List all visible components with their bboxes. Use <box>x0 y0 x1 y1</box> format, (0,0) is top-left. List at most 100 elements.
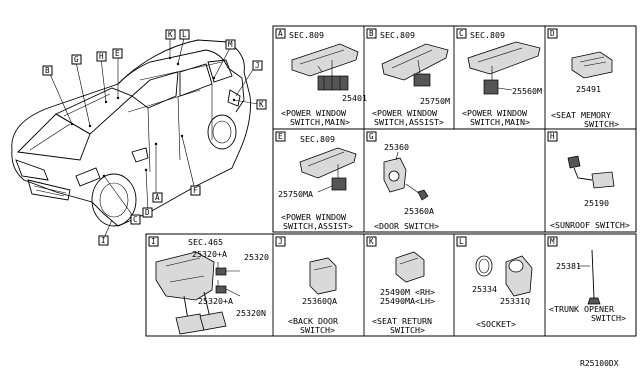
part-25331q: 25331Q <box>500 296 530 306</box>
part-25320n: 25320N <box>236 308 266 318</box>
panel-b-letter: B <box>369 29 374 38</box>
panel-e[interactable]: E SEC.809 25750MA <POWER WINDOW SWITCH,A… <box>275 131 357 231</box>
callout-labels: B G H E K L M J K F A D C I <box>42 29 267 246</box>
panel-e-letter: E <box>278 132 283 141</box>
callout-f[interactable]: F <box>190 185 201 196</box>
panel-j-caption-1: <BACK DOOR <box>288 316 338 326</box>
panel-a-letter: A <box>278 29 283 38</box>
panel-i-letter: I <box>151 237 156 246</box>
panel-i[interactable]: I SEC.465 25320+A 25320 25320+A 25320N <box>148 236 269 335</box>
panel-a-caption-1: <POWER WINDOW <box>281 108 346 118</box>
panel-a-sec: SEC.809 <box>289 30 324 40</box>
svg-text:F: F <box>193 186 198 195</box>
part-25750m: 25750M <box>420 96 450 106</box>
panel-l[interactable]: L 25334 25331Q <SOCKET> <box>456 236 533 329</box>
panel-j[interactable]: J 25360QA <BACK DOOR SWITCH> <box>275 236 338 335</box>
panel-m-caption-2: SWITCH> <box>591 313 626 323</box>
panel-d[interactable]: D 25491 <SEAT MEMORY SWITCH> <box>547 28 619 129</box>
svg-text:J: J <box>255 61 260 70</box>
part-25490ma-lh: 25490MA<LH> <box>380 296 435 306</box>
panel-l-caption: <SOCKET> <box>476 319 516 329</box>
panel-j-letter: J <box>278 237 283 246</box>
panel-grid <box>145 25 637 337</box>
panel-k-caption-2: SWITCH> <box>390 325 425 335</box>
diagram-code: R25100DX <box>580 359 619 368</box>
panel-k-caption-1: <SEAT RETURN <box>372 316 432 326</box>
callout-c[interactable]: C <box>130 214 141 225</box>
svg-text:G: G <box>74 55 79 64</box>
callout-d[interactable]: D <box>142 207 153 218</box>
panel-g-caption: <DOOR SWITCH> <box>374 221 439 231</box>
part-25360qa: 25360QA <box>302 296 337 306</box>
svg-text:C: C <box>133 215 138 224</box>
part-25360a: 25360A <box>404 206 434 216</box>
panel-k-letter: K <box>369 237 374 246</box>
svg-text:M: M <box>228 40 233 49</box>
panel-a[interactable]: A SEC.809 25401 <POWER WINDOW SWITCH,MAI… <box>275 28 367 127</box>
part-25320: 25320 <box>244 252 269 262</box>
panel-m-letter: M <box>550 237 555 246</box>
panel-b[interactable]: B SEC.809 25750M <POWER WINDOW SWITCH,AS… <box>366 28 450 127</box>
panel-d-caption-2: SWITCH> <box>584 119 619 129</box>
callout-g[interactable]: G <box>71 54 82 65</box>
part-25190: 25190 <box>584 198 609 208</box>
part-25334: 25334 <box>472 284 497 294</box>
part-25401: 25401 <box>342 93 367 103</box>
svg-text:K: K <box>259 100 264 109</box>
part-25750ma: 25750MA <box>278 189 313 199</box>
callout-l[interactable]: L <box>179 29 190 40</box>
part-25381: 25381 <box>556 261 581 271</box>
callout-leaders <box>49 37 259 239</box>
svg-text:B: B <box>45 66 50 75</box>
panel-b-caption-1: <POWER WINDOW <box>372 108 437 118</box>
callout-e-top[interactable]: E <box>112 48 123 59</box>
panel-m-caption-1: <TRUNK OPENER <box>549 304 614 314</box>
panel-a-caption-2: SWITCH,MAIN> <box>290 117 350 127</box>
panel-c-letter: C <box>459 29 464 38</box>
svg-text:D: D <box>145 208 150 217</box>
callout-k-side[interactable]: K <box>256 99 267 110</box>
svg-text:A: A <box>155 193 160 202</box>
svg-text:K: K <box>168 30 173 39</box>
panel-c-caption-2: SWITCH,MAIN> <box>470 117 530 127</box>
panel-b-sec: SEC.809 <box>380 30 415 40</box>
panel-c[interactable]: C SEC.809 25560M <POWER WINDOW SWITCH,MA… <box>456 28 542 127</box>
panel-g[interactable]: G 25360 25360A <DOOR SWITCH> <box>366 131 439 231</box>
panel-b-caption-2: SWITCH,ASSIST> <box>374 117 444 127</box>
callout-k-top[interactable]: K <box>165 29 176 40</box>
svg-text:I: I <box>101 236 106 245</box>
panel-e-caption-1: <POWER WINDOW <box>281 212 346 222</box>
panel-h-caption: <SUNROOF SWITCH> <box>550 220 630 230</box>
callout-a[interactable]: A <box>152 192 163 203</box>
panel-m[interactable]: M 25381 <TRUNK OPENER SWITCH> <box>547 236 626 323</box>
callout-m[interactable]: M <box>225 39 236 50</box>
callout-b[interactable]: B <box>42 65 53 76</box>
panel-l-letter: L <box>459 237 464 246</box>
panel-g-letter: G <box>369 132 374 141</box>
svg-text:L: L <box>182 30 187 39</box>
panel-c-caption-1: <POWER WINDOW <box>462 108 527 118</box>
vehicle-illustration <box>11 39 251 227</box>
part-25490m-rh: 25490M <RH> <box>380 287 435 297</box>
callout-j[interactable]: J <box>252 60 263 71</box>
svg-text:E: E <box>115 49 120 58</box>
part-25491: 25491 <box>576 84 601 94</box>
panel-h[interactable]: H 25190 <SUNROOF SWITCH> <box>547 131 630 230</box>
panel-h-letter: H <box>550 132 555 141</box>
svg-text:H: H <box>99 52 104 61</box>
part-25560m: 25560M <box>512 86 542 96</box>
panel-c-sec: SEC.809 <box>470 30 505 40</box>
panel-k[interactable]: K 25490M <RH> 25490MA<LH> <SEAT RETURN S… <box>366 236 435 335</box>
callout-h[interactable]: H <box>96 51 107 62</box>
panel-e-caption-2: SWITCH,ASSIST> <box>283 221 353 231</box>
panel-i-sec: SEC.465 <box>188 237 223 247</box>
panel-e-sec: SEC.809 <box>300 134 335 144</box>
part-25320-a-bottom: 25320+A <box>198 296 233 306</box>
panel-d-caption-1: <SEAT MEMORY <box>551 110 611 120</box>
part-25320-a-top: 25320+A <box>192 249 227 259</box>
panel-d-letter: D <box>550 29 555 38</box>
part-25360: 25360 <box>384 142 409 152</box>
panel-j-caption-2: SWITCH> <box>300 325 335 335</box>
callout-i[interactable]: I <box>98 235 109 246</box>
